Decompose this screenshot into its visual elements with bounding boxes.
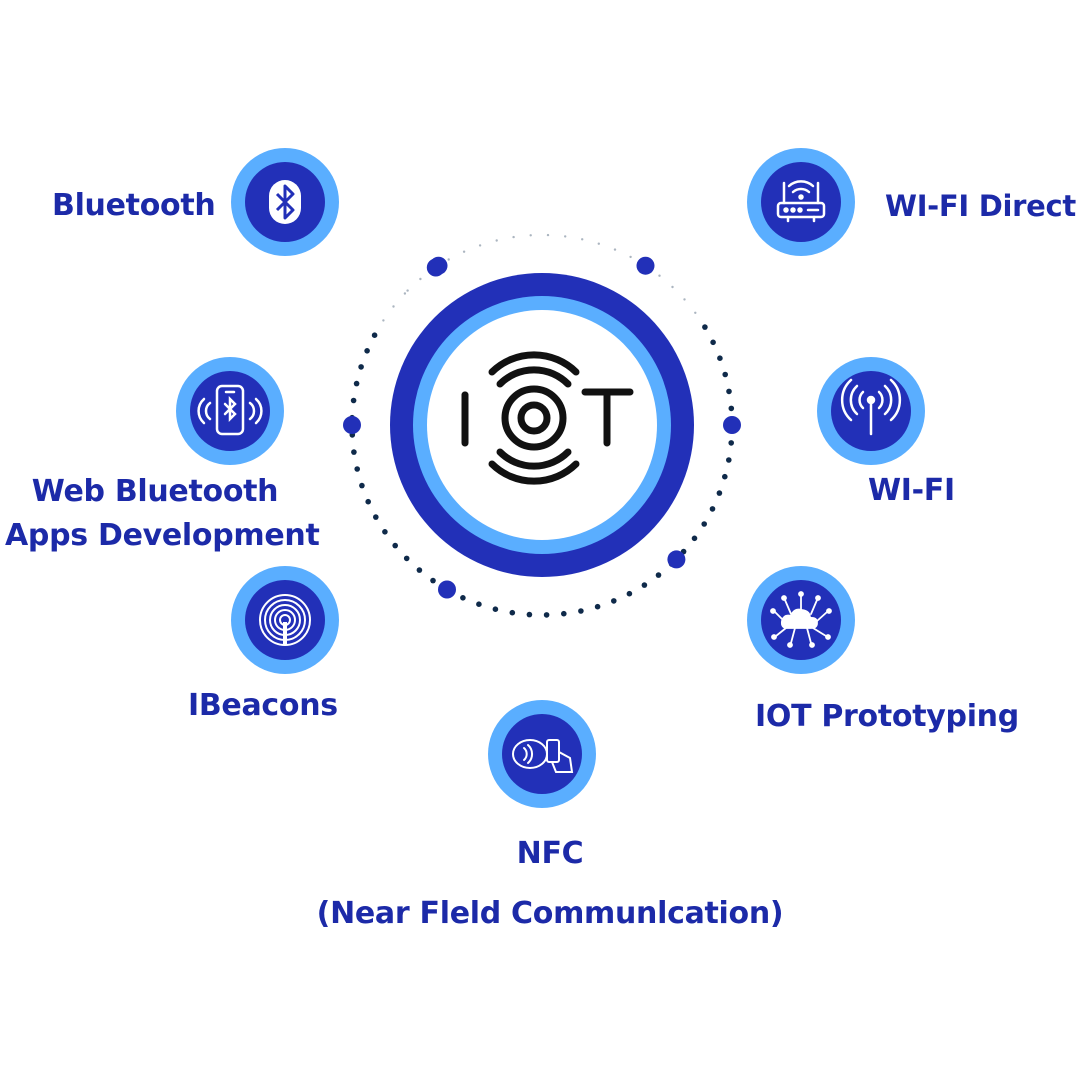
orbit-dot	[722, 371, 728, 378]
dotted-orbit	[343, 233, 741, 618]
nfc-label-line1: NFC	[516, 836, 584, 871]
orbit-dot	[701, 521, 707, 527]
orbit-accent-dot	[438, 580, 456, 599]
orbit-dot	[403, 555, 410, 562]
iot-signal-icon	[461, 351, 634, 485]
bluetooth-label: Bluetooth	[52, 188, 216, 223]
orbit-dot	[430, 577, 436, 584]
orbit-dot	[382, 319, 385, 322]
orbit-dot	[462, 250, 466, 253]
router-icon	[776, 180, 826, 223]
wifi-label: WI-FI	[868, 473, 955, 508]
orbit-dot	[419, 277, 422, 281]
orbit-dot	[626, 590, 633, 597]
bluetooth-node	[231, 148, 339, 256]
orbit-dot	[710, 339, 716, 346]
orbit-dot	[365, 498, 372, 505]
orbit-dot	[492, 606, 499, 612]
ibeacons-node	[231, 566, 339, 674]
web-bluetooth-node	[176, 357, 284, 465]
antenna-icon	[840, 378, 902, 436]
orbit-dot	[597, 242, 600, 245]
orbit-dot	[578, 608, 584, 614]
orbit-dot	[694, 311, 697, 314]
orbit-accent-dot	[723, 416, 741, 434]
ibeacons-label: IBeacons	[188, 688, 338, 723]
orbit-dot	[359, 482, 365, 489]
orbit-accent-dot	[667, 550, 686, 569]
orbit-dot	[561, 610, 567, 617]
orbit-dot	[717, 355, 723, 362]
nfc-tap-icon	[512, 739, 574, 773]
orbit-dot	[392, 542, 399, 549]
wifi-direct-label: WI-FI Direct	[885, 189, 1076, 223]
orbit-accent-dot	[636, 256, 655, 275]
orbit-dot	[655, 572, 662, 578]
orbit-dot	[373, 514, 379, 520]
beacon-icon	[259, 594, 311, 646]
orbit-dot	[364, 348, 370, 354]
orbit-dot	[671, 285, 674, 289]
cloud-network-icon	[770, 591, 832, 648]
web-bluetooth-label-line1: Web Bluetooth	[31, 474, 279, 509]
orbit-dot	[495, 239, 498, 242]
orbit-dot	[478, 244, 482, 247]
orbit-dot	[353, 380, 360, 387]
orbit-dot	[728, 440, 734, 446]
orbit-dot	[460, 595, 466, 601]
orbit-dot	[683, 298, 686, 301]
orbit-dot	[726, 388, 732, 395]
orbit-dot	[358, 364, 364, 370]
orbit-accent-dot	[426, 258, 445, 277]
wifi-direct-node	[747, 148, 855, 256]
nfc-label-line2: (Near Fleld Communlcation)	[316, 896, 784, 931]
orbit-dot	[581, 238, 584, 241]
web-bluetooth-label: Web Bluetooth Apps Development	[5, 470, 320, 558]
orbit-dot	[509, 609, 516, 616]
orbit-dot	[476, 601, 482, 607]
orbit-dot	[691, 535, 698, 542]
orbit-dot	[709, 506, 716, 512]
orbit-dot	[512, 235, 515, 239]
orbit-dot	[641, 582, 648, 588]
bluetooth-icon	[269, 180, 301, 224]
orbit-dot	[543, 612, 550, 618]
orbit-dot	[726, 457, 732, 463]
orbit-accent-dot	[343, 416, 361, 434]
orbit-dot	[416, 567, 423, 573]
orbit-dot	[702, 324, 708, 330]
orbit-dot	[382, 529, 388, 535]
wifi-node	[817, 357, 925, 465]
orbit-dot	[351, 449, 357, 455]
orbit-dot	[722, 473, 728, 480]
iot-hub	[390, 273, 694, 577]
orbit-dot	[611, 598, 617, 604]
web-bluetooth-label-line2: Apps Development	[5, 518, 320, 553]
orbit-dot	[447, 258, 450, 261]
orbit-dot	[613, 248, 617, 251]
orbit-dot	[546, 233, 550, 237]
nfc-label: NFC (Near Fleld Communlcation)	[290, 824, 810, 944]
iot-prototyping-node	[747, 566, 855, 674]
orbit-dot	[354, 466, 361, 472]
orbit-dot	[564, 235, 567, 238]
nfc-node	[488, 700, 596, 808]
orbit-dot	[728, 405, 735, 412]
orbit-dot	[716, 490, 723, 496]
orbit-dot	[350, 397, 357, 404]
orbit-dot	[529, 234, 532, 237]
orbit-dot	[526, 611, 533, 618]
orbit-dot	[629, 255, 632, 259]
orbit-dot	[371, 332, 378, 339]
orbit-dot	[403, 292, 407, 295]
orbit-dot	[406, 289, 409, 292]
orbit-dot	[392, 305, 395, 308]
orbit-dot	[594, 603, 601, 610]
phone-bluetooth-icon	[197, 384, 263, 436]
orbit-dot	[658, 274, 661, 277]
iot-prototyping-label: IOT Prototyping	[755, 699, 1019, 734]
